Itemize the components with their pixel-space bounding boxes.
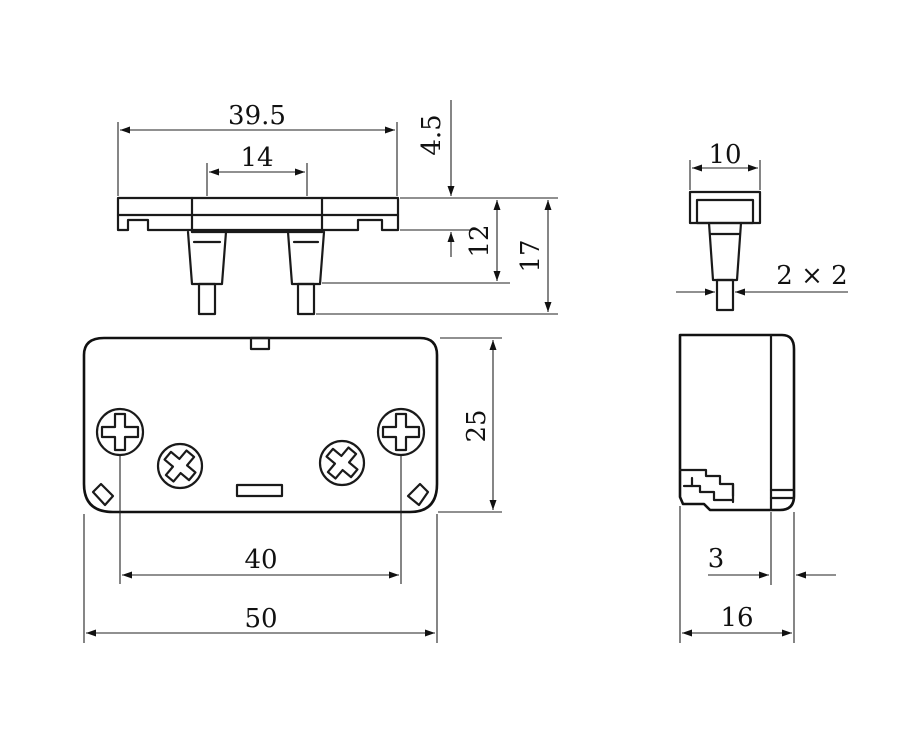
dim-label-10: 10 bbox=[708, 140, 741, 170]
dim-label-14: 14 bbox=[240, 143, 273, 173]
dim-label-3: 3 bbox=[708, 544, 725, 574]
dim-label-40: 40 bbox=[244, 545, 277, 575]
dim-4-5: 4.5 bbox=[417, 100, 455, 257]
dim-label-2x2: 2 × 2 bbox=[776, 261, 847, 291]
dim-label-25: 25 bbox=[462, 409, 492, 442]
dim-50: 50 bbox=[86, 604, 435, 637]
top-view-part bbox=[116, 196, 400, 316]
dim-label-39-5: 39.5 bbox=[228, 101, 286, 131]
screw-left-inner bbox=[156, 442, 204, 490]
screw-right-inner bbox=[318, 439, 366, 487]
side-view-pin bbox=[688, 190, 762, 312]
dim-17: 17 bbox=[516, 200, 552, 312]
dim-label-17: 17 bbox=[516, 239, 546, 272]
dim-40: 40 bbox=[122, 545, 399, 579]
side-view-body bbox=[678, 333, 796, 512]
dim-3: 3 bbox=[708, 544, 836, 579]
dim-label-50: 50 bbox=[244, 604, 277, 634]
front-view-plate bbox=[82, 336, 439, 514]
dim-10: 10 bbox=[689, 140, 761, 190]
dim-39-5: 39.5 bbox=[117, 101, 398, 196]
dim-2x2: 2 × 2 bbox=[676, 261, 848, 296]
dim-label-16: 16 bbox=[720, 603, 753, 633]
screw-left-outer bbox=[95, 407, 145, 457]
screw-right-outer bbox=[376, 407, 426, 457]
dim-label-4-5: 4.5 bbox=[417, 114, 447, 155]
dim-14: 14 bbox=[206, 143, 308, 196]
dim-label-12: 12 bbox=[465, 224, 495, 257]
dim-16: 16 bbox=[682, 603, 792, 637]
dim-12: 12 bbox=[465, 200, 501, 281]
dim-25: 25 bbox=[438, 337, 502, 513]
